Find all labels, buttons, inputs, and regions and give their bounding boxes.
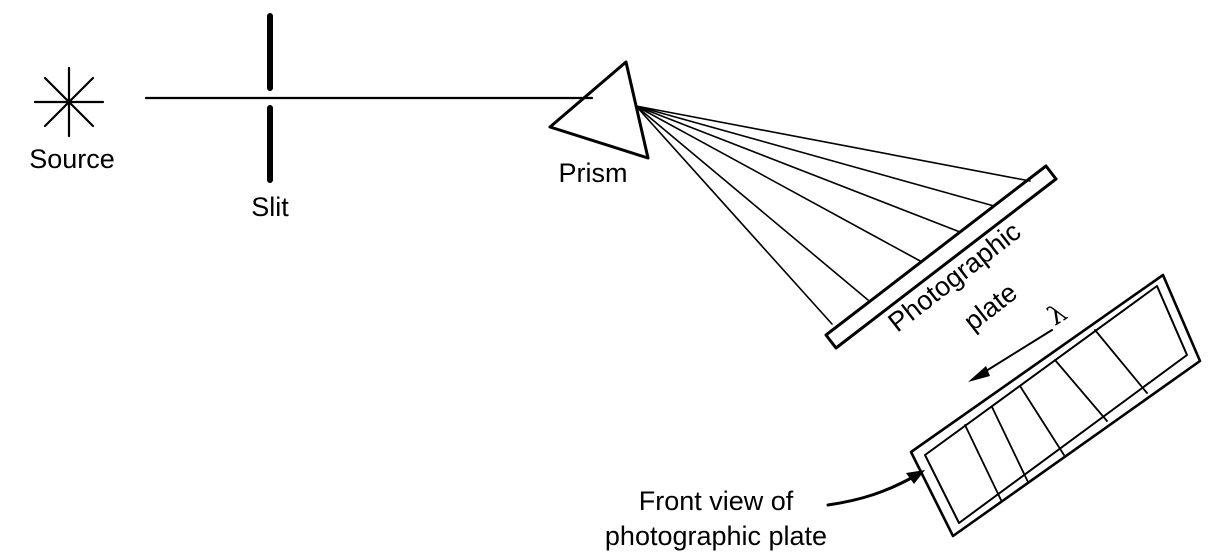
front-view-label-line1: Front view of — [639, 486, 794, 516]
prism — [548, 60, 650, 160]
wavelength-arrow — [977, 329, 1053, 377]
spectral-lines — [964, 329, 1148, 501]
light-source-icon — [33, 66, 105, 138]
photographic-plate — [824, 164, 1058, 350]
ray-4 — [635, 105, 923, 263]
spectral-line-5 — [1094, 329, 1148, 394]
wavelength-symbol: λ — [1043, 298, 1073, 332]
ray-5 — [635, 105, 869, 301]
ray-6 — [635, 105, 833, 325]
photographic-plate-label-line1: Photographic — [883, 216, 1027, 338]
front-view-plate-outer — [909, 273, 1202, 538]
dispersed-rays — [635, 105, 1031, 325]
spectral-line-2 — [991, 406, 1029, 483]
spectral-line-3 — [1019, 385, 1065, 456]
ray-3 — [635, 105, 961, 233]
ray-1 — [635, 105, 1031, 182]
spectral-line-1 — [964, 424, 1002, 501]
front-view-label-line2: photographic plate — [605, 521, 827, 551]
spectral-line-4 — [1054, 359, 1108, 422]
wavelength-arrowhead-icon — [968, 366, 990, 382]
photographic-plate-label-line2: plate — [958, 277, 1023, 337]
front-view-plate-inner — [924, 285, 1188, 524]
front-view-pointer-arrowhead-icon — [906, 470, 925, 484]
front-view-pointer — [826, 474, 917, 507]
prism-label: Prism — [559, 158, 628, 188]
slit-label: Slit — [251, 192, 289, 222]
front-view-plate — [909, 273, 1202, 538]
source-label: Source — [29, 144, 115, 174]
ray-2 — [635, 105, 995, 207]
